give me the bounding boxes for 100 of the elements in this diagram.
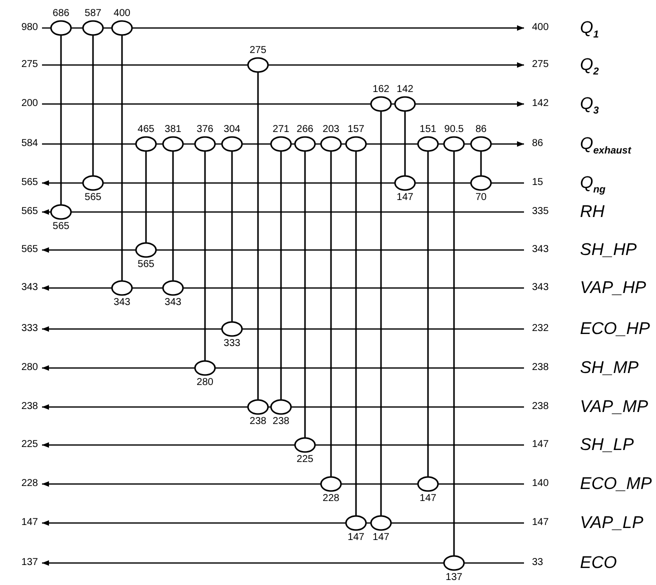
stream-line <box>42 103 371 105</box>
exchanger-link-line <box>453 151 455 556</box>
temperature-label: 584 <box>21 138 38 150</box>
exchanger-link-line <box>404 111 406 176</box>
temperature-label: 275 <box>532 59 549 71</box>
temperature-label: 147 <box>396 192 414 204</box>
exchanger-link-line <box>427 151 429 477</box>
stream-name: RH <box>580 202 605 222</box>
stream-line <box>215 367 524 369</box>
temperature-label: 275 <box>250 45 266 57</box>
temperature-label: 142 <box>396 84 414 96</box>
temperature-label: 335 <box>532 206 549 218</box>
temperature-label: 343 <box>164 297 182 309</box>
temperature-label: 381 <box>164 124 182 136</box>
temperature-label: 565 <box>21 244 38 256</box>
exchanger-link-line <box>355 151 357 516</box>
temperature-label: 142 <box>532 98 549 110</box>
temperature-label: 228 <box>21 478 38 490</box>
stream-arrow <box>268 62 524 68</box>
exchanger-link-line <box>145 151 147 243</box>
stream-name: VAP_LP <box>580 513 644 533</box>
temperature-label: 280 <box>196 377 214 389</box>
stream-arrow <box>42 442 295 448</box>
stream-arrow <box>42 209 51 215</box>
stream-line <box>242 328 524 330</box>
temperature-label: 266 <box>296 124 314 136</box>
temperature-label: 238 <box>250 416 266 428</box>
temperature-label: 333 <box>21 323 38 335</box>
stream-name: ECO <box>580 553 617 573</box>
stream-line <box>156 249 524 251</box>
exchanger-link-line <box>60 35 62 205</box>
temperature-label: 86 <box>475 124 487 136</box>
stream-line <box>132 287 163 289</box>
temperature-label: 151 <box>420 124 436 136</box>
temperature-label: 232 <box>532 323 549 335</box>
stream-line <box>415 182 471 184</box>
stream-arrow <box>132 25 524 31</box>
temperature-label: 271 <box>272 124 290 136</box>
temperature-label: 225 <box>296 454 314 466</box>
stream-arrow <box>42 326 222 332</box>
exchanger-link-line <box>121 35 123 281</box>
temperature-label: 343 <box>532 282 549 294</box>
temperature-label: 162 <box>372 84 390 96</box>
temperature-label: 686 <box>52 8 70 20</box>
temperature-label: 33 <box>532 557 544 569</box>
temperature-label: 565 <box>52 221 70 233</box>
exchanger-link-line <box>172 151 174 281</box>
temperature-label: 565 <box>21 206 38 218</box>
stream-line <box>103 182 395 184</box>
temperature-label: 147 <box>532 439 549 451</box>
temperature-label: 376 <box>196 124 214 136</box>
stream-line <box>341 483 418 485</box>
stream-arrow <box>415 101 524 107</box>
temperature-label: 343 <box>114 297 130 309</box>
temperature-label: 304 <box>224 124 240 136</box>
stream-line <box>291 406 524 408</box>
temperature-label: 238 <box>532 401 549 413</box>
temperature-label: 86 <box>532 138 544 150</box>
stream-line <box>464 562 524 564</box>
temperature-label: 147 <box>348 532 364 544</box>
exchanger-link-line <box>480 151 482 176</box>
temperature-label: 70 <box>475 192 487 204</box>
stream-arrow <box>42 247 136 253</box>
stream-line <box>71 27 83 29</box>
temperature-label: 980 <box>21 22 38 34</box>
stream-name: Q$_{2}$ <box>580 55 599 80</box>
temperature-label: 238 <box>272 416 290 428</box>
stream-name: Q$_{1}$ <box>580 18 599 42</box>
stream-arrow <box>42 481 321 487</box>
temperature-label: 137 <box>446 572 462 584</box>
temperature-label: 343 <box>532 244 549 256</box>
stream-name: Q$_{3}$ <box>580 94 599 118</box>
temperature-label: 15 <box>532 177 544 189</box>
exchanger-link-line <box>330 151 332 477</box>
stream-line <box>42 64 248 66</box>
stream-name: SH_HP <box>580 240 637 260</box>
temperature-label: 565 <box>21 177 38 189</box>
temperature-label: 343 <box>21 282 38 294</box>
stream-name: Q$_{ng}$ <box>580 173 606 198</box>
stream-line <box>42 143 136 145</box>
exchanger-link-line <box>204 151 206 361</box>
temperature-label: 565 <box>84 192 102 204</box>
temperature-label: 137 <box>21 557 38 569</box>
temperature-label: 238 <box>21 401 38 413</box>
temperature-label: 200 <box>21 98 38 110</box>
stream-line <box>438 483 524 485</box>
stream-line <box>366 143 418 145</box>
temperature-label: 203 <box>322 124 340 136</box>
exchanger-link-line <box>231 151 233 322</box>
stream-name: SH_LP <box>580 435 634 455</box>
stream-line <box>391 522 524 524</box>
stream-line <box>242 143 271 145</box>
temperature-label: 140 <box>532 478 549 490</box>
stream-name: SH_MP <box>580 358 639 378</box>
stream-arrow <box>42 520 346 526</box>
temperature-label: 157 <box>348 124 364 136</box>
temperature-label: 228 <box>322 493 340 505</box>
exchanger-link-line <box>257 72 259 400</box>
stream-name: ECO_MP <box>580 474 652 494</box>
temperature-label: 147 <box>372 532 390 544</box>
